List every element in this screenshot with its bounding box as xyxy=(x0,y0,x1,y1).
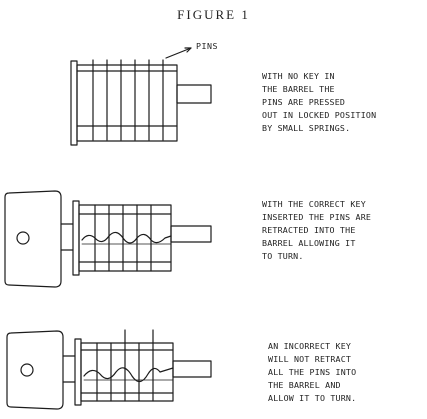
caption-line: TO TURN. xyxy=(262,251,304,261)
key-head xyxy=(5,191,61,287)
caption-line: THE BARREL AND xyxy=(268,380,341,390)
lock-flange xyxy=(71,61,77,145)
caption-correct-key: WITH THE CORRECT KEY INSERTED THE PINS A… xyxy=(262,198,371,263)
key-head xyxy=(7,331,63,409)
caption-line: RETRACTED INTO THE xyxy=(262,225,356,235)
caption-incorrect-key: AN INCORRECT KEY WILL NOT RETRACT ALL TH… xyxy=(268,340,356,405)
lock-tail xyxy=(177,85,211,103)
caption-line: ALL THE PINS INTO xyxy=(268,367,357,377)
pins-leader-line xyxy=(166,48,191,58)
figure-title: FIGURE 1 xyxy=(177,7,250,22)
lock-correct-key xyxy=(5,191,211,287)
caption-line: ALLOW IT TO TURN. xyxy=(268,393,357,403)
caption-line: BARREL ALLOWING IT xyxy=(262,238,356,248)
key-blade xyxy=(82,232,171,243)
key-blade xyxy=(84,368,173,382)
caption-line: INSERTED THE PINS ARE xyxy=(262,212,372,222)
caption-line: AN INCORRECT KEY xyxy=(268,341,352,351)
key-hole xyxy=(21,364,33,376)
lock-barrel xyxy=(81,343,173,401)
caption-line: BY SMALL SPRINGS. xyxy=(262,123,351,133)
pins xyxy=(97,330,153,401)
lock-tail xyxy=(173,361,211,377)
lock-no-key xyxy=(71,48,211,145)
pins-label: PINS xyxy=(196,41,218,51)
lock-barrel xyxy=(79,205,171,271)
caption-line: WILL NOT RETRACT xyxy=(268,354,352,364)
lock-barrel xyxy=(77,65,177,141)
caption-line: PINS ARE PRESSED xyxy=(262,97,346,107)
pins xyxy=(93,60,163,140)
caption-line: WITH THE CORRECT KEY xyxy=(262,199,366,209)
caption-no-key: WITH NO KEY IN THE BARREL THE PINS ARE P… xyxy=(262,70,376,135)
key-hole xyxy=(17,232,29,244)
caption-line: OUT IN LOCKED POSITION xyxy=(262,110,377,120)
lock-incorrect-key xyxy=(7,330,211,409)
lock-tail xyxy=(171,226,211,242)
caption-line: WITH NO KEY IN xyxy=(262,71,335,81)
caption-line: THE BARREL THE xyxy=(262,84,335,94)
lock-flange xyxy=(75,339,81,405)
lock-flange xyxy=(73,201,79,275)
